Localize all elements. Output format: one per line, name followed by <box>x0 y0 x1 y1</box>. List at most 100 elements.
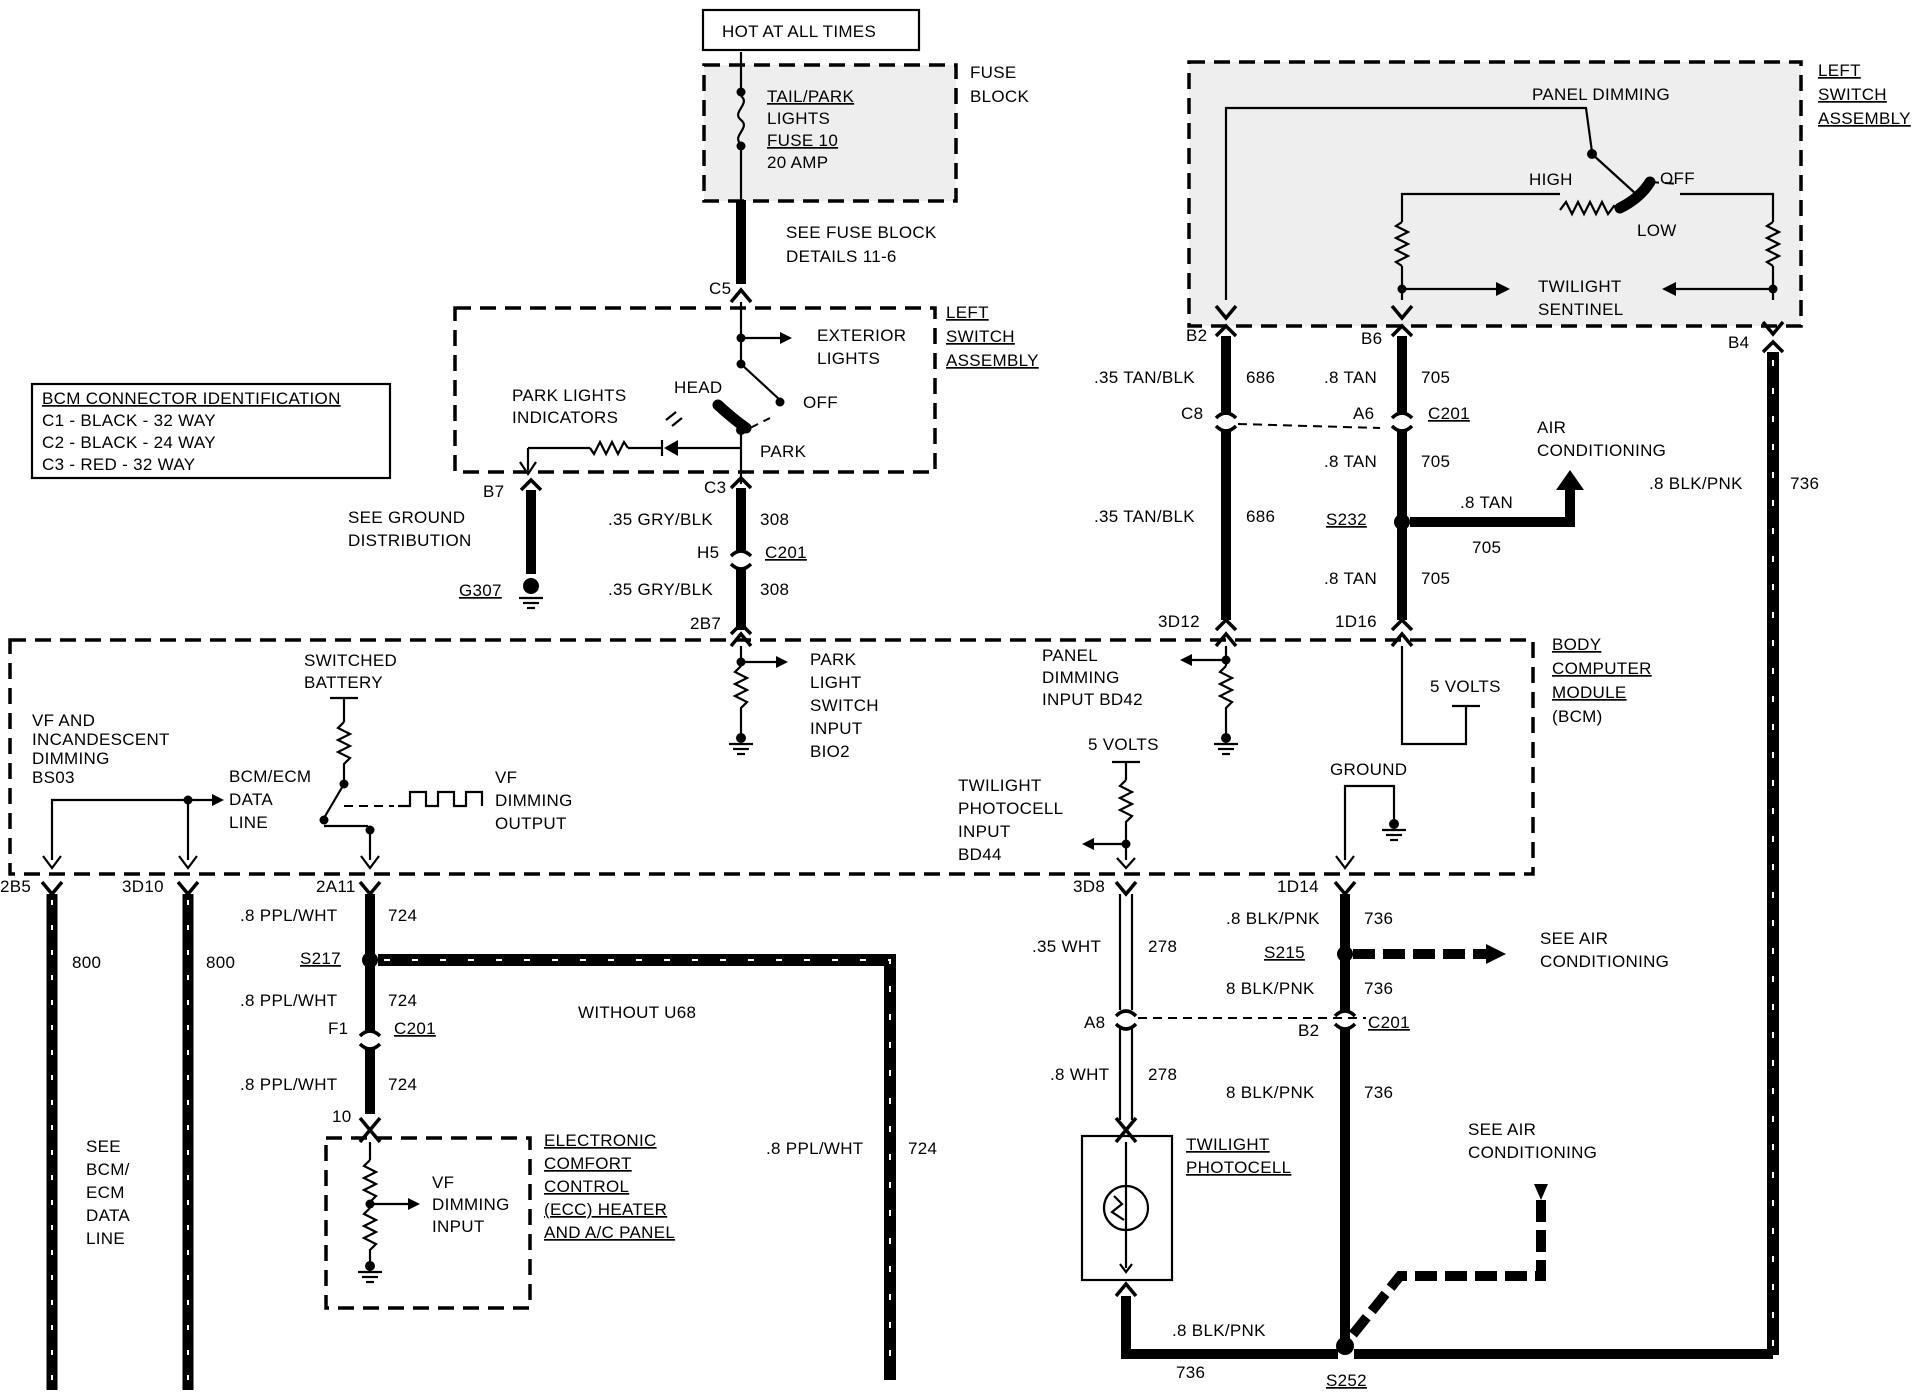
photocell-input-label: BD44 <box>958 845 1002 864</box>
circuit-736-right: .8 BLK/PNK 736 <box>1649 339 1819 1355</box>
resistor-icon <box>335 721 353 782</box>
air-conditioning-label: CONDITIONING <box>1537 441 1666 460</box>
data-line-label: BCM/ECM <box>229 767 311 786</box>
connector-c3: C3 <box>704 478 726 497</box>
bcm-pin-1d14: 1D14 <box>1277 877 1319 896</box>
wire-gage-label: .8 BLK/PNK <box>1649 474 1743 493</box>
circuit-number: 736 <box>1176 1363 1205 1382</box>
circuit-number: 736 <box>1364 979 1393 998</box>
led-ray-icon <box>665 411 677 421</box>
headlamp-switch-outline <box>453 306 937 474</box>
connector-c201: C201 <box>765 543 807 562</box>
splice-s215 <box>1337 946 1353 962</box>
park-input-label: LIGHT <box>810 673 862 692</box>
ecc-label: COMFORT <box>544 1154 632 1173</box>
splice-s252-label: S252 <box>1326 1371 1367 1390</box>
circuit-736-center: .8 BLK/PNK 736 S215 SEE AIR CONDITIONING… <box>1121 880 1773 1390</box>
see-ac-label: SEE AIR <box>1540 929 1608 948</box>
headlamp-switch-assembly: LEFT SWITCH ASSEMBLY C5 EXTERIOR LIGHTS … <box>453 279 1038 501</box>
photocell-label: PHOTOCELL <box>1186 1158 1291 1177</box>
circuit-number: 705 <box>1472 538 1501 557</box>
bcm-connector-id-box: BCM CONNECTOR IDENTIFICATION C1 - BLACK … <box>30 382 392 480</box>
wire-gage-label: .8 TAN <box>1324 368 1377 387</box>
park-circuit-308: .35 GRY/BLK 308 H5 C201 .35 GRY/BLK 308 … <box>608 475 807 636</box>
wire-gage-label: .8 PPL/WHT <box>240 906 337 925</box>
connector-b7: B7 <box>483 482 504 501</box>
photocell-input-label: INPUT <box>958 822 1011 841</box>
circuit-number: 736 <box>1364 1083 1393 1102</box>
switch-assembly-label: LEFT <box>946 303 989 322</box>
splice-s217 <box>362 952 378 968</box>
arrow-up-icon <box>1556 470 1584 490</box>
splice-s252 <box>1336 1337 1354 1355</box>
wire-gage-label: .35 TAN/BLK <box>1094 368 1195 387</box>
bcm-connector-row: C2 - BLACK - 24 WAY <box>42 433 216 452</box>
circuit-724: .8 PPL/WHT 724 S217 .8 PPL/WHT 724 F1 C2… <box>240 880 937 1380</box>
hot-at-all-times-label: HOT AT ALL TIMES <box>722 22 876 41</box>
see-ac-label: CONDITIONING <box>1540 952 1669 971</box>
switch-assembly-label: LEFT <box>1818 61 1861 80</box>
connector-f1: F1 <box>328 1019 348 1038</box>
splice-s232-label: S232 <box>1326 510 1367 529</box>
vf-dimming-label: DIMMING <box>32 749 110 768</box>
arrow-down-icon <box>519 461 537 476</box>
connector-c201: C201 <box>1368 1013 1410 1032</box>
switch-assembly-label: SWITCH <box>1818 85 1887 104</box>
photocell-housing <box>1080 1134 1174 1282</box>
arrow-down-icon <box>360 855 380 870</box>
circuit-number: 308 <box>760 510 789 529</box>
circuit-number: 736 <box>1364 909 1393 928</box>
exterior-lights-label: EXTERIOR <box>817 326 906 345</box>
arrow-icon <box>1496 282 1510 296</box>
circuit-number: 278 <box>1148 937 1177 956</box>
see-data-line-label: BCM/ <box>86 1160 130 1179</box>
arrow-icon <box>408 1198 420 1210</box>
circuit-number: 800 <box>72 953 101 972</box>
exterior-lights-label: LIGHTS <box>817 349 880 368</box>
circuit-278: .35 WHT 278 A8 .8 WHT 278 TWILIGHT PHOTO… <box>1032 880 1366 1298</box>
park-indicators-label: PARK LIGHTS <box>512 386 626 405</box>
circuit-number: 724 <box>388 991 417 1010</box>
see-data-line-label: ECM <box>86 1183 125 1202</box>
splice-s215-label: S215 <box>1264 943 1305 962</box>
dimmer-wiper <box>1591 153 1637 195</box>
circuit-number: 686 <box>1246 368 1275 387</box>
photocell-label: TWILIGHT <box>1186 1135 1270 1154</box>
connector-c8: C8 <box>1181 404 1203 423</box>
arrow-icon <box>1082 838 1094 850</box>
arrow-icon <box>1180 654 1192 666</box>
dimmer-high-label: HIGH <box>1529 170 1573 189</box>
dimmer-off-label: OFF <box>1660 169 1695 188</box>
see-data-line-label: LINE <box>86 1229 125 1248</box>
arrow-down-icon <box>42 855 62 870</box>
connector-c201: C201 <box>1428 404 1470 423</box>
arrow-icon <box>776 656 788 668</box>
wire-gage-label: 8 BLK/PNK <box>1226 1083 1315 1102</box>
connector-c201: C201 <box>394 1019 436 1038</box>
ecc-outline <box>324 1136 532 1310</box>
circuit-number: 705 <box>1421 569 1450 588</box>
park-input-label: PARK <box>810 650 857 669</box>
vf-output-label: OUTPUT <box>495 814 567 833</box>
fuse-name: FUSE 10 <box>767 131 838 150</box>
switch-assembly-label: ASSEMBLY <box>1818 109 1911 128</box>
switched-battery-label: SWITCHED <box>304 651 397 670</box>
park-input-label: SWITCH <box>810 696 879 715</box>
connector-c5: C5 <box>709 279 731 298</box>
bcm-pin-2b5: 2B5 <box>0 877 31 896</box>
arrow-down-icon <box>1116 857 1136 870</box>
photocell-input-label: TWILIGHT <box>958 776 1042 795</box>
resistor-icon <box>589 439 629 457</box>
circuit-number: 800 <box>206 953 235 972</box>
photocell-icon <box>1102 1184 1150 1232</box>
connector-a8: A8 <box>1084 1013 1105 1032</box>
bcm-connector-id-title: BCM CONNECTOR IDENTIFICATION <box>42 389 341 408</box>
fuse-details: SEE FUSE BLOCK <box>786 223 937 242</box>
wire-gage-label: .35 WHT <box>1032 937 1101 956</box>
resistor-icon <box>1764 221 1782 267</box>
panel-dimming-label: PANEL DIMMING <box>1532 85 1670 104</box>
fuse-block-label: BLOCK <box>970 87 1029 106</box>
see-data-line-label: SEE <box>86 1137 121 1156</box>
twilight-sentinel-label: TWILIGHT <box>1538 277 1622 296</box>
arrow-down-icon <box>1534 1184 1548 1200</box>
